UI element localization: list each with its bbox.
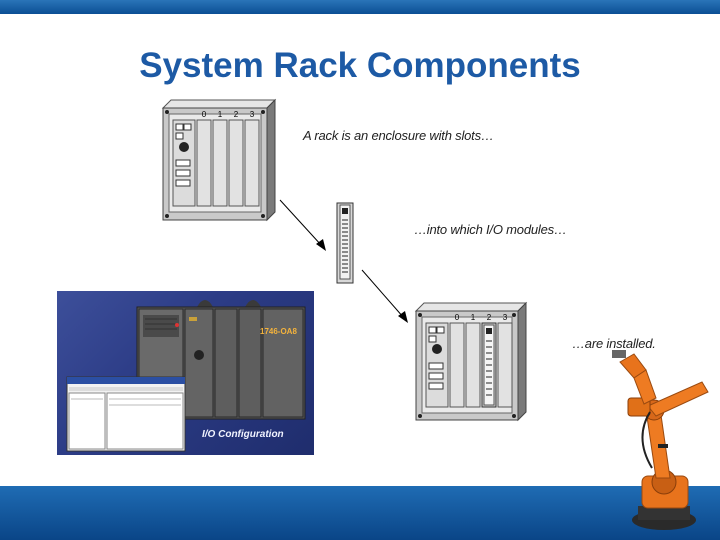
installed-caption: …are installed. [572,336,656,351]
slot-number: 2 [487,313,492,322]
slot-number: 0 [202,110,207,119]
top-banner [0,0,720,14]
plc-chassis-icon [66,300,306,452]
modules-caption: …into which I/O modules… [414,222,567,237]
io-module-icon [336,202,354,284]
module-label: 1746-OA8 [260,327,297,336]
plc-photo: 1746-OA8 I/O Configuration [57,291,314,455]
robot-arm-icon [612,350,709,530]
slot-number: 0 [455,313,460,322]
empty-rack-icon: 0 1 2 3 [161,98,277,222]
slot-number: 3 [503,313,508,322]
arrow-icon [361,269,408,323]
slot-number: 1 [218,110,223,119]
photo-caption: I/O Configuration [202,429,284,440]
bottom-banner [0,486,720,540]
rack-caption: A rack is an enclosure with slots… [303,128,494,143]
slot-number: 3 [250,110,255,119]
arrow-icon [279,199,326,251]
slot-number: 1 [471,313,476,322]
installed-rack-icon: 0 1 2 3 [414,301,528,422]
slot-number: 2 [234,110,239,119]
slide-title: System Rack Components [139,46,581,85]
